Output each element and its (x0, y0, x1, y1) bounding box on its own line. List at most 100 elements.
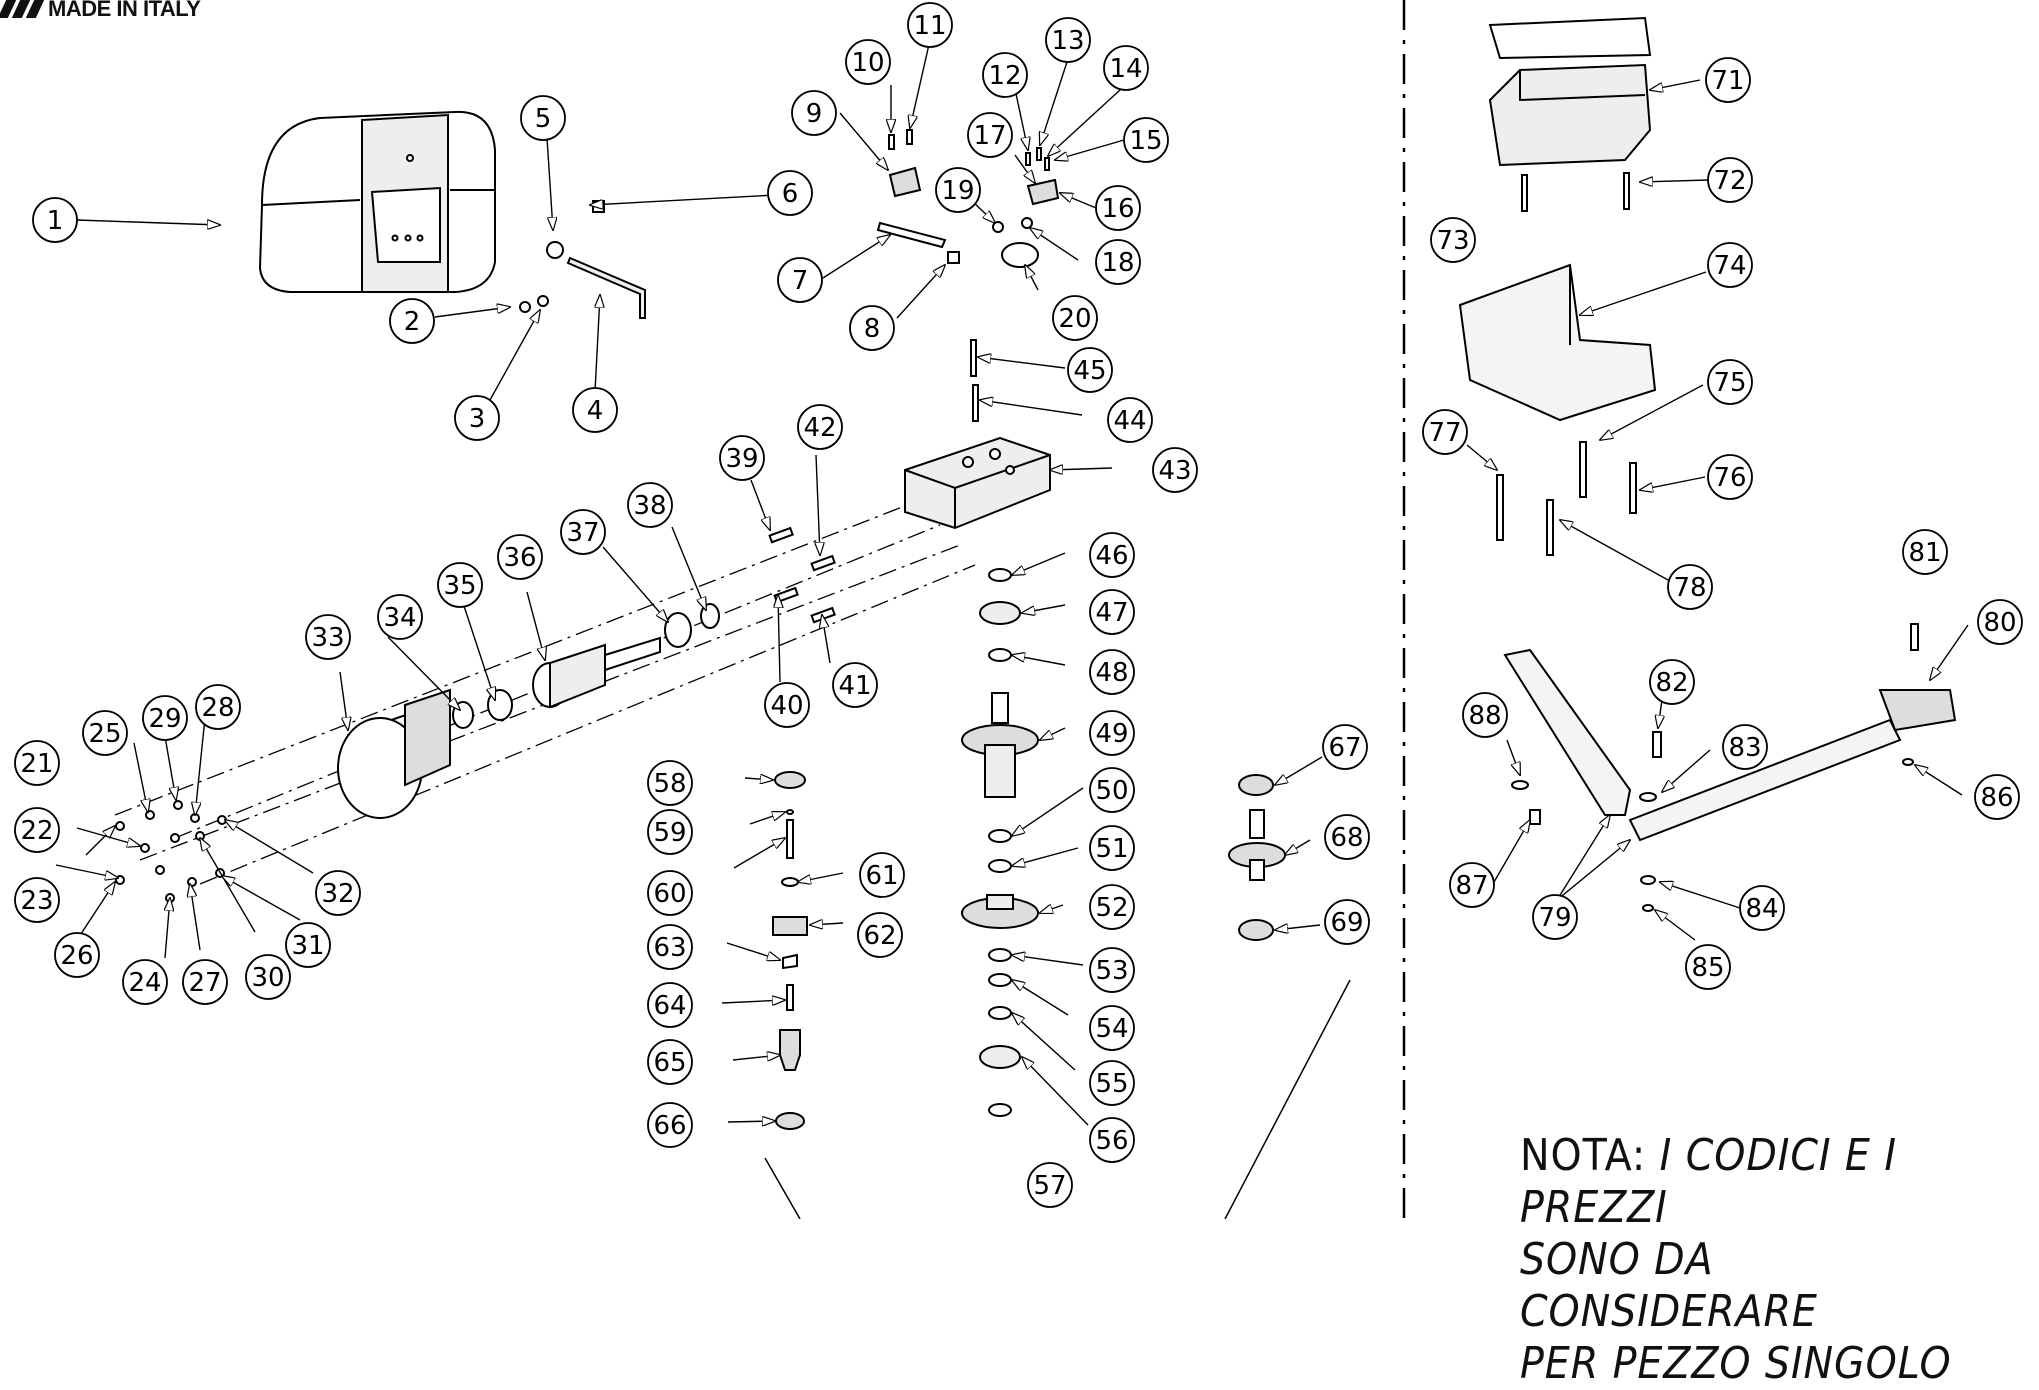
callout-circle (572, 387, 618, 433)
exploded-parts-diagram: 1234567891011121314151617181920212223242… (14, 0, 2023, 1219)
callout-circle (845, 39, 891, 85)
callout-27: 27 (182, 959, 228, 1005)
callout-number: 1 (47, 206, 64, 236)
callout-10: 10 (845, 39, 891, 85)
callout-number: 25 (88, 719, 121, 749)
callout-circle (1095, 185, 1141, 231)
callout-circle (560, 509, 606, 555)
callout-number: 49 (1095, 719, 1128, 749)
callout-number: 83 (1728, 733, 1761, 763)
callout-circle (777, 257, 823, 303)
callout-63: 63 (647, 924, 693, 970)
callout-39: 39 (719, 435, 765, 481)
callout-number: 12 (988, 61, 1021, 91)
callout-24: 24 (122, 959, 168, 1005)
callout-60: 60 (647, 870, 693, 916)
callout-circle (1089, 589, 1135, 635)
callout-25: 25 (82, 710, 128, 756)
callout-circle (14, 877, 60, 923)
part-57 (988, 1103, 1012, 1117)
callout-32: 32 (315, 870, 361, 916)
callout-circle (14, 807, 60, 853)
callout-57: 57 (1027, 1162, 1073, 1208)
callout-20: 20 (1052, 295, 1098, 341)
callout-9: 9 (791, 90, 837, 136)
callout-circle (1107, 397, 1153, 443)
callout-number: 65 (653, 1048, 686, 1078)
callout-circle (1902, 529, 1948, 575)
callout-circle (1449, 862, 1495, 908)
callout-59: 59 (647, 809, 693, 855)
callout-circle (1052, 295, 1098, 341)
part-46 (988, 568, 1012, 582)
callout-22: 22 (14, 807, 60, 853)
callout-number: 13 (1051, 26, 1084, 56)
callout-number: 18 (1101, 248, 1134, 278)
callout-circle (982, 52, 1028, 98)
callout-circle (1667, 564, 1713, 610)
callout-52: 52 (1089, 884, 1135, 930)
part-79-arm-a (1503, 648, 1632, 816)
callout-circle (1707, 359, 1753, 405)
callout-86: 86 (1974, 774, 2020, 820)
callout-40: 40 (764, 682, 810, 728)
callout-72: 72 (1707, 157, 1753, 203)
note-line-2: SONO DA CONSIDERARE (1520, 1234, 1818, 1337)
callout-number: 56 (1095, 1126, 1128, 1156)
callout-circle (54, 932, 100, 978)
callout-number: 31 (291, 931, 324, 961)
callout-circle (497, 534, 543, 580)
callout-circle (1707, 454, 1753, 500)
callout-circle (647, 809, 693, 855)
callout-number: 4 (587, 396, 604, 426)
callout-66: 66 (647, 1102, 693, 1148)
callout-number: 27 (188, 968, 221, 998)
callout-number: 60 (653, 879, 686, 909)
callout-circle (791, 90, 837, 136)
callout-number: 71 (1711, 66, 1744, 96)
part-gear-housing (904, 436, 1051, 530)
callout-circle (1649, 659, 1695, 705)
callout-circle (1089, 1005, 1135, 1051)
part-74-bracket (1458, 263, 1657, 422)
callout-circle (859, 852, 905, 898)
callout-6: 6 (767, 170, 813, 216)
callout-number: 84 (1745, 894, 1778, 924)
callout-circle (1739, 885, 1785, 931)
callout-35: 35 (437, 562, 483, 608)
callout-number: 3 (469, 404, 486, 434)
callout-number: 87 (1455, 871, 1488, 901)
callout-number: 29 (148, 704, 181, 734)
callout-48: 48 (1089, 649, 1135, 695)
callout-37: 37 (560, 509, 606, 555)
callout-number: 44 (1113, 406, 1146, 436)
callout-number: 6 (782, 179, 799, 209)
callout-circle (647, 870, 693, 916)
callout-number: 54 (1095, 1014, 1128, 1044)
callout-50: 50 (1089, 767, 1135, 813)
callout-number: 37 (566, 518, 599, 548)
section-line-right (1224, 979, 1351, 1219)
callout-circle (1685, 944, 1731, 990)
callout-26: 26 (54, 932, 100, 978)
callout-circle (1103, 45, 1149, 91)
callout-circle (377, 594, 423, 640)
callout-number: 17 (973, 121, 1006, 151)
callout-33: 33 (305, 614, 351, 660)
callout-circle (315, 870, 361, 916)
callout-65: 65 (647, 1039, 693, 1085)
callout-number: 28 (201, 693, 234, 723)
callout-number: 24 (128, 968, 161, 998)
callout-circle (1089, 947, 1135, 993)
callout-11: 11 (907, 2, 953, 48)
callout-circle (1705, 57, 1751, 103)
callout-number: 64 (653, 991, 686, 1021)
callout-circle (647, 1102, 693, 1148)
callout-83: 83 (1722, 724, 1768, 770)
callout-4: 4 (572, 387, 618, 433)
callout-79: 79 (1532, 894, 1578, 940)
callout-23: 23 (14, 877, 60, 923)
callout-circle (647, 982, 693, 1028)
callout-number: 5 (535, 104, 552, 134)
